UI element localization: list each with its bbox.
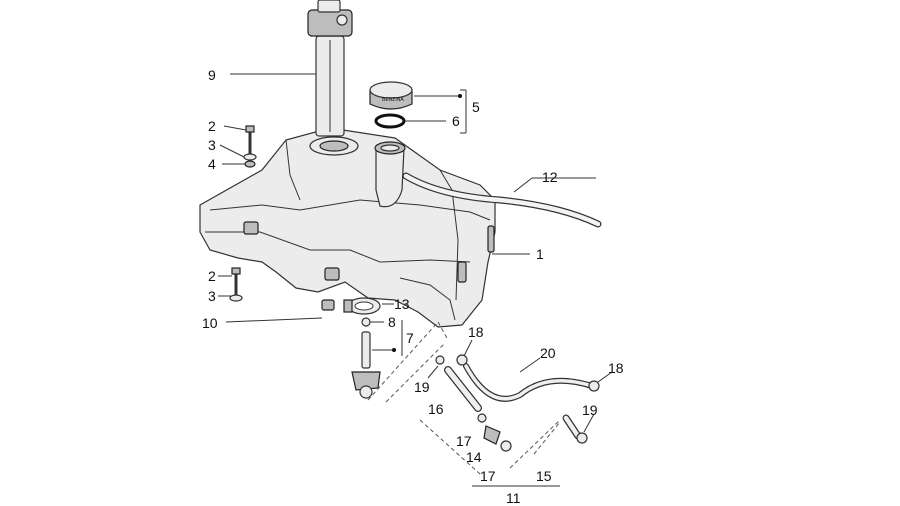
callout-2-lower: 2	[208, 268, 216, 284]
hose-clamp	[343, 297, 381, 315]
callout-3-lower: 3	[208, 288, 216, 304]
fuel-pump-unit	[307, 0, 353, 137]
callout-2-upper: 2	[208, 118, 216, 134]
callout-20: 20	[540, 345, 556, 361]
bolt-upper	[243, 125, 257, 168]
small-nut	[361, 317, 371, 327]
callout-4: 4	[208, 156, 216, 172]
callout-19-left: 19	[414, 379, 430, 395]
clip-19-a	[435, 355, 445, 365]
callout-6: 6	[452, 113, 460, 129]
clip-18-a	[456, 354, 468, 366]
callout-11: 11	[506, 490, 521, 506]
callout-9: 9	[208, 67, 216, 83]
callout-17-upper: 17	[456, 433, 472, 449]
callout-15: 15	[536, 468, 552, 484]
callout-1: 1	[536, 246, 544, 262]
callout-10: 10	[202, 315, 218, 331]
callout-8: 8	[388, 314, 396, 330]
callout-16: 16	[428, 401, 444, 417]
callout-18-left: 18	[468, 324, 484, 340]
mounting-clip	[321, 299, 335, 311]
callout-7: 7	[406, 330, 414, 346]
fuel-tap	[351, 331, 381, 399]
fuel-cap: BENZINA	[369, 81, 413, 110]
clip-18-b	[588, 380, 600, 392]
callout-13: 13	[394, 296, 410, 312]
callout-3-upper: 3	[208, 137, 216, 153]
clip-19-b	[576, 432, 588, 444]
clamp-17-a	[477, 413, 487, 423]
fuel-tank	[199, 127, 496, 328]
callout-14: 14	[466, 449, 482, 465]
filler-neck	[374, 141, 406, 208]
callout-5: 5	[472, 99, 480, 115]
callout-18-right: 18	[608, 360, 624, 376]
cap-brand-label: BENZINA	[382, 97, 404, 103]
callout-17-lower: 17	[480, 468, 496, 484]
bolt-lower	[229, 267, 243, 302]
callout-19-right: 19	[582, 402, 598, 418]
callout-12: 12	[542, 169, 558, 185]
o-ring	[374, 113, 406, 129]
fuel-filter	[483, 425, 501, 445]
clamp-17-b	[500, 440, 512, 452]
